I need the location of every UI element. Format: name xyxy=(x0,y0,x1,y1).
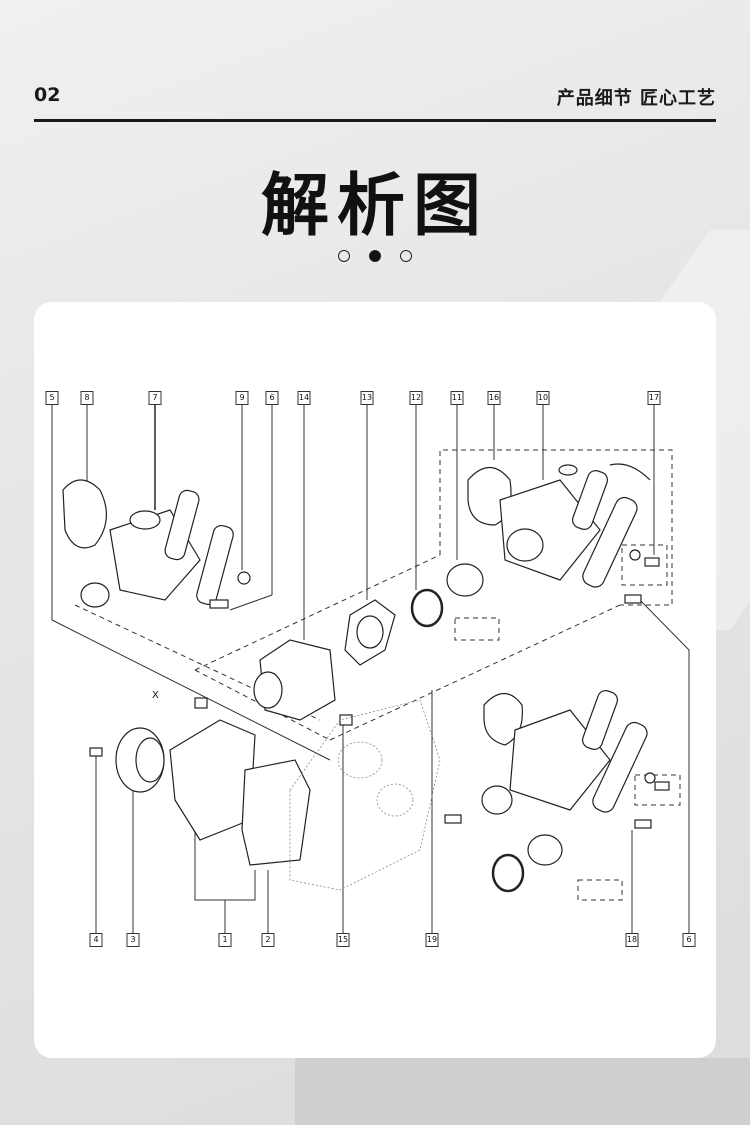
callout-16: 16 xyxy=(487,391,501,405)
water-pump xyxy=(89,719,311,866)
marker-x: X xyxy=(152,690,159,701)
pager-dot-1[interactable] xyxy=(338,250,350,262)
callout-5: 5 xyxy=(45,391,59,405)
callout-13: 13 xyxy=(360,391,374,405)
callout-19: 19 xyxy=(425,933,439,947)
callout-18: 18 xyxy=(625,933,639,947)
callout-8: 8 xyxy=(80,391,94,405)
thermostat-housing-right-top xyxy=(467,463,660,604)
pager-dots xyxy=(0,250,750,262)
section-slogan: 产品细节 匠心工艺 xyxy=(556,88,716,109)
thermostat-housing-right-bottom xyxy=(444,690,670,893)
callout-12: 12 xyxy=(409,391,423,405)
callout-14: 14 xyxy=(297,391,311,405)
callout-17: 17 xyxy=(647,391,661,405)
thermostat-center xyxy=(194,563,484,726)
callout-11: 11 xyxy=(450,391,464,405)
callout-6-bottom: 6 xyxy=(682,933,696,947)
callout-4: 4 xyxy=(89,933,103,947)
callout-9: 9 xyxy=(235,391,249,405)
engine-block xyxy=(289,699,441,891)
callout-6: 6 xyxy=(265,391,279,405)
pager-dot-3[interactable] xyxy=(400,250,412,262)
section-number: 02 xyxy=(34,84,61,106)
callout-10: 10 xyxy=(536,391,550,405)
callout-1: 1 xyxy=(218,933,232,947)
leader-lines xyxy=(51,405,690,933)
callout-15: 15 xyxy=(336,933,350,947)
pager-dot-2[interactable] xyxy=(369,250,381,262)
thermostat-housing-left xyxy=(62,479,251,609)
page-title: 解析图 xyxy=(260,167,489,246)
header-divider xyxy=(34,119,716,122)
callout-7: 7 xyxy=(148,391,162,405)
callout-2: 2 xyxy=(261,933,275,947)
background-block xyxy=(295,1058,750,1125)
callout-3: 3 xyxy=(126,933,140,947)
diagram-card xyxy=(34,302,716,1058)
